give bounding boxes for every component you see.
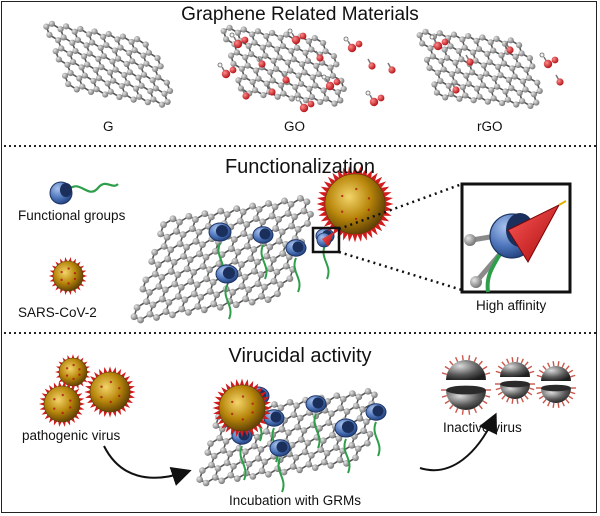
legend-label-virus: SARS-CoV-2 <box>18 305 97 320</box>
inactive-virus-particles <box>441 355 576 415</box>
label-go: GO <box>284 119 306 134</box>
label-rgo: rGO <box>477 119 503 134</box>
reduced-graphene-oxide-sheet <box>416 28 543 110</box>
zoom-box <box>311 226 341 254</box>
arrow-to-incubation <box>103 445 192 486</box>
label-pathogenic-virus: pathogenic virus <box>22 428 121 443</box>
graphene-oxide-sheet <box>220 24 347 107</box>
virus-particles <box>38 165 394 438</box>
arrow-to-inactive <box>419 412 498 472</box>
legend-label-functional-groups: Functional groups <box>18 208 126 223</box>
label-inactive-virus: Inactive virus <box>443 420 522 435</box>
zoom-line-lower <box>338 250 463 292</box>
functional-group-icon <box>49 181 119 205</box>
oxygen-groups-go <box>217 28 396 113</box>
functionalized-graphene-sheet <box>130 195 314 324</box>
section-title-functionalization: Functionalization <box>224 156 376 178</box>
graphene-sheet-g <box>43 20 174 108</box>
zoom-line-upper <box>338 182 463 231</box>
inset-label-high-affinity: High affinity <box>476 298 547 313</box>
label-incubation: Incubation with GRMs <box>229 493 362 508</box>
high-affinity-inset <box>460 182 572 294</box>
oxygen-groups-rgo <box>429 34 564 94</box>
section-title-grm: Graphene Related Materials <box>181 4 419 25</box>
section-title-virucidal: Virucidal activity <box>228 345 372 367</box>
label-g: G <box>103 119 114 134</box>
